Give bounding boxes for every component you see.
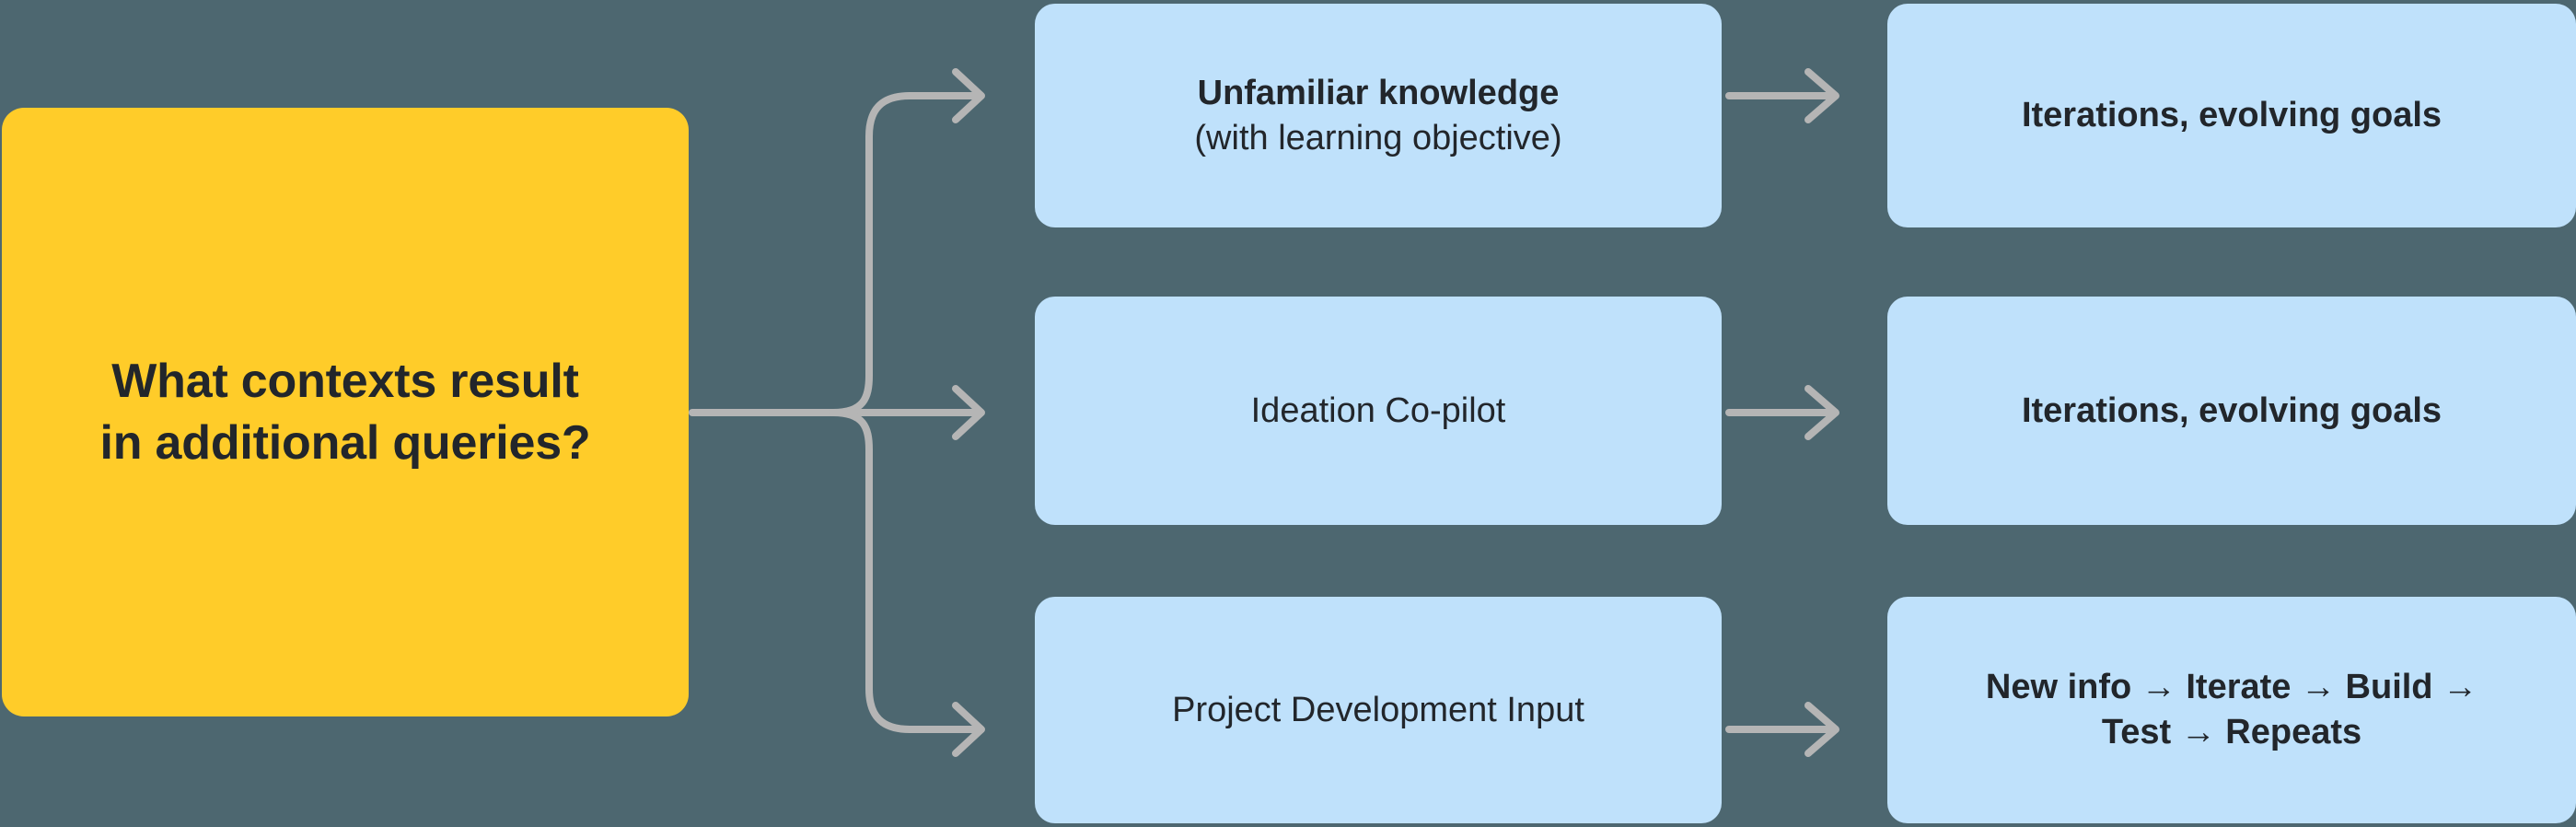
context-node-1-line-1: Unfamiliar knowledge <box>1197 73 1560 112</box>
context-node-project-development-input[interactable]: Project Development Input <box>1035 597 1722 823</box>
outcome-node-row-1[interactable]: Iterations, evolving goals <box>1887 4 2576 227</box>
root-question-text: What contexts result in additional queri… <box>100 351 591 473</box>
root-question-line-2: in additional queries? <box>99 415 591 470</box>
connector-root-to-row1 <box>830 92 983 416</box>
context-node-1-line-2: (with learning objective) <box>1194 118 1562 157</box>
connector-root-to-row3 <box>830 409 983 733</box>
root-question-line-1: What contexts result <box>111 354 579 408</box>
outcome-node-1-line-1: Iterations, evolving goals <box>2021 96 2443 135</box>
outcome-node-2-line-1: Iterations, evolving goals <box>2021 390 2443 430</box>
outcome-node-row-2[interactable]: Iterations, evolving goals <box>1887 297 2576 525</box>
arrow-right-icon <box>1804 68 1839 123</box>
context-node-3-line-1: Project Development Input <box>1172 690 1584 729</box>
outcome-node-3-line-1: New info → Iterate → Build → <box>1985 668 2478 707</box>
context-node-text-1: Unfamiliar knowledge (with learning obje… <box>1194 71 1561 160</box>
context-node-2-line-1: Ideation Co-pilot <box>1250 390 1506 430</box>
arrow-right-icon <box>952 385 985 440</box>
outcome-node-text-3: New info → Iterate → Build → Test → Repe… <box>1986 665 2477 754</box>
arrow-right-icon <box>952 68 985 123</box>
arrow-right-icon <box>952 702 985 757</box>
root-question-node[interactable]: What contexts result in additional queri… <box>2 108 689 716</box>
context-node-ideation-copilot[interactable]: Ideation Co-pilot <box>1035 297 1722 525</box>
context-node-text-3: Project Development Input <box>1172 688 1584 733</box>
arrow-right-icon <box>1804 702 1839 757</box>
context-node-text-2: Ideation Co-pilot <box>1251 389 1506 434</box>
outcome-node-3-line-2: Test → Repeats <box>2101 713 2362 751</box>
outcome-node-row-3[interactable]: New info → Iterate → Build → Test → Repe… <box>1887 597 2576 823</box>
outcome-node-text-1: Iterations, evolving goals <box>2022 93 2442 138</box>
context-node-unfamiliar-knowledge[interactable]: Unfamiliar knowledge (with learning obje… <box>1035 4 1722 227</box>
outcome-node-text-2: Iterations, evolving goals <box>2022 389 2442 434</box>
arrow-right-icon <box>1804 385 1839 440</box>
